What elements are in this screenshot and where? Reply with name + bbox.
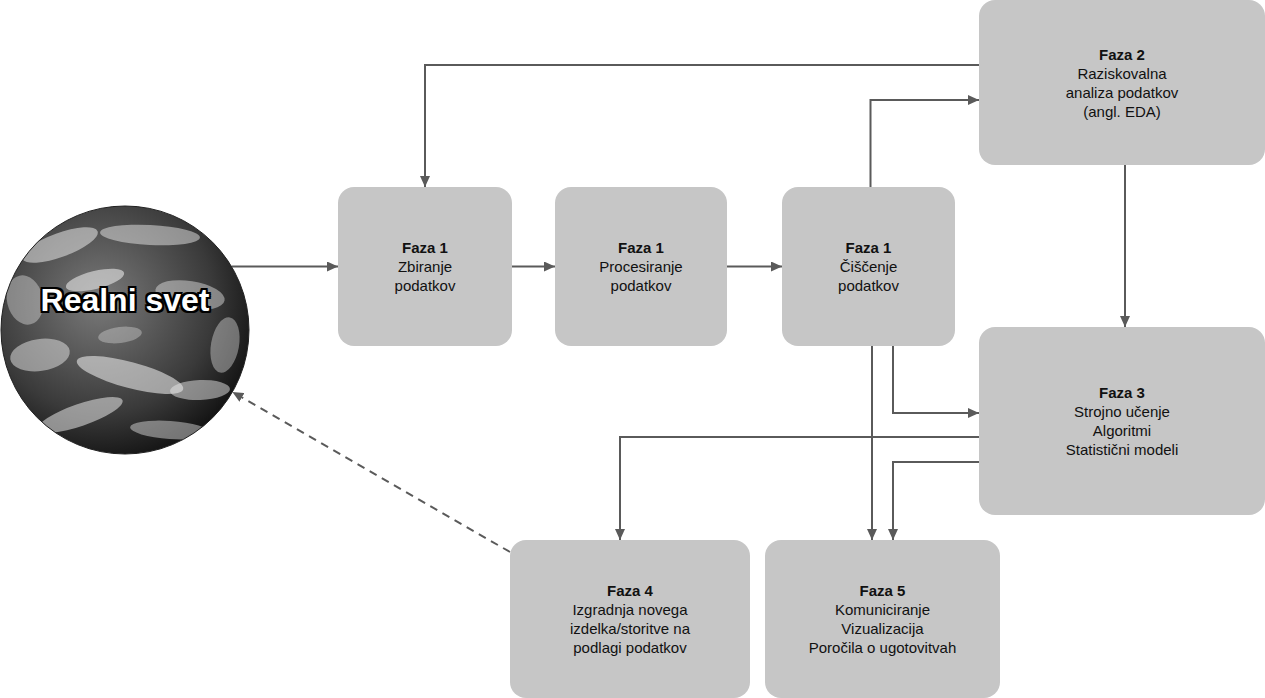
globe-outline [1, 206, 249, 454]
cloud-patch [74, 348, 187, 402]
flow-arrow [512, 266, 555, 268]
node-text-group: Faza 3Strojno učenjeAlgoritmiStatistični… [1012, 383, 1232, 459]
process-box: Faza 5KomuniciranjeVizualizacijaPoročila… [765, 540, 1000, 698]
node-text-group: Faza 5KomuniciranjeVizualizacijaPoročila… [783, 581, 983, 657]
flow-arrow [871, 346, 873, 540]
phase-heading: Faza 4 [550, 581, 710, 600]
node-text-group: Realni svet [10, 281, 240, 319]
cloud-patch [206, 315, 243, 375]
phase-description: Vizualizacija [783, 619, 983, 638]
phase-description: Raziskovalna analiza podatkov (angl. EDA… [1052, 64, 1192, 121]
flow-arrow [727, 266, 782, 268]
globe-node: Realni svet [0, 205, 250, 455]
phase-heading: Faza 5 [783, 581, 983, 600]
phase-description: Zbiranje podatkov [373, 257, 477, 295]
node-text-group: Faza 1Zbiranje podatkov [373, 238, 477, 295]
phase-description: Algoritmi [1012, 421, 1232, 440]
cloud-patch [97, 324, 143, 345]
phase-description: Poročila o ugotovitvah [783, 638, 983, 657]
flow-arrow [871, 100, 980, 187]
process-box: Faza 1Zbiranje podatkov [338, 187, 512, 346]
process-box: Faza 3Strojno učenjeAlgoritmiStatistični… [979, 327, 1265, 515]
phase-description: Komuniciranje [783, 600, 983, 619]
dashed-feedback-arrow [232, 392, 510, 552]
phase-heading: Faza 1 [589, 238, 693, 257]
flow-arrow [893, 462, 979, 540]
node-text-group: Faza 1Procesiranje podatkov [589, 238, 693, 295]
phase-heading: Faza 2 [1052, 45, 1192, 64]
flow-arrow [232, 266, 339, 268]
globe-label: Realni svet [10, 281, 240, 319]
cloud-patch [18, 220, 101, 270]
node-text-group: Faza 4Izgradnja novega izdelka/storitve … [550, 581, 710, 657]
phase-description: Procesiranje podatkov [589, 257, 693, 295]
node-text-group: Faza 1Čiščenje podatkov [817, 238, 921, 295]
flow-arrow [893, 346, 979, 413]
process-box: Faza 2Raziskovalna analiza podatkov (ang… [979, 0, 1265, 165]
flow-arrow [425, 65, 979, 187]
phase-heading: Faza 1 [373, 238, 477, 257]
cloud-patch [34, 390, 126, 440]
process-box: Faza 4Izgradnja novega izdelka/storitve … [510, 540, 750, 698]
cloud-patch [170, 379, 231, 401]
flow-arrow [1124, 165, 1126, 327]
cloud-patch [100, 222, 201, 247]
process-box: Faza 1Čiščenje podatkov [782, 187, 955, 346]
phase-description: Izgradnja novega izdelka/storitve na pod… [550, 600, 710, 657]
phase-description: Strojno učenje [1012, 402, 1232, 421]
phase-heading: Faza 1 [817, 238, 921, 257]
phase-description: Čiščenje podatkov [817, 257, 921, 295]
globe-clouds [2, 220, 244, 442]
node-text-group: Faza 2Raziskovalna analiza podatkov (ang… [1052, 45, 1192, 121]
cloud-patch [8, 335, 72, 375]
phase-description: Statistični modeli [1012, 440, 1232, 459]
flow-arrow [620, 437, 979, 540]
globe-sphere [1, 206, 249, 454]
globe-illustration [0, 205, 250, 455]
process-box: Faza 1Procesiranje podatkov [555, 187, 727, 346]
phase-heading: Faza 3 [1012, 383, 1232, 402]
